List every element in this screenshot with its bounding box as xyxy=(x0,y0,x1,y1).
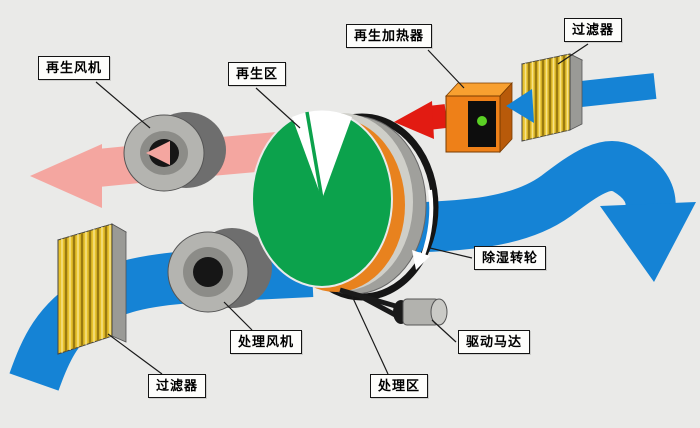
label-regen-heater: 再生加热器 xyxy=(346,24,433,48)
filter-bottom-pleats-light xyxy=(61,224,111,353)
filter-bottom-side-face xyxy=(111,223,127,343)
filter-top-side-face xyxy=(569,53,583,131)
leader-drive-motor xyxy=(431,319,457,343)
label-filter-bottom: 过滤器 xyxy=(148,374,207,398)
heater-indicator-light xyxy=(477,116,487,126)
regen-air-inlet-arrowhead xyxy=(506,89,534,123)
wheel-rotation-arc xyxy=(420,189,434,259)
hot-air-arrow xyxy=(394,101,448,139)
label-drive-motor: 驱动马达 xyxy=(458,330,531,354)
label-process-zone: 处理区 xyxy=(370,374,429,398)
drive-motor xyxy=(339,287,448,326)
process-air-outlet-arrow xyxy=(397,141,696,282)
process-air-outlet-arrowhead xyxy=(600,202,696,282)
wheel-regen-sector xyxy=(292,110,352,199)
leader-filter-top xyxy=(557,43,589,65)
motor-end-cap xyxy=(430,298,448,326)
wheel-sector-divider xyxy=(305,111,324,200)
leader-process-fan xyxy=(223,301,253,331)
label-dehumid-wheel: 除湿转轮 xyxy=(474,246,547,270)
regen-exhaust-arrowhead xyxy=(30,144,102,208)
label-process-fan: 处理风机 xyxy=(230,330,303,354)
leader-process-zone xyxy=(351,295,389,375)
regeneration-heater xyxy=(445,81,513,154)
desiccant-wheel xyxy=(251,110,439,301)
process-fan xyxy=(167,228,272,313)
leader-dehumid-wheel xyxy=(429,247,473,259)
leader-regen-fan xyxy=(95,81,151,129)
process-air-outlet-band xyxy=(397,141,676,253)
leader-regen-zone xyxy=(255,87,301,129)
leader-lines xyxy=(95,43,589,375)
leader-filter-bottom xyxy=(107,333,163,375)
label-regen-zone: 再生区 xyxy=(228,62,287,86)
label-filter-top: 过滤器 xyxy=(564,18,623,42)
leader-regen-heater xyxy=(427,49,465,89)
filter-bottom xyxy=(57,223,127,355)
filter-bottom-pleats-dark xyxy=(64,225,108,352)
regeneration-fan xyxy=(123,112,226,192)
hot-air-arrowhead xyxy=(394,101,434,139)
process-fan-hub xyxy=(193,257,223,287)
regen-fan-flow-arrowhead xyxy=(146,141,170,165)
wheel-rotation-arrowhead xyxy=(412,250,430,270)
label-regen-fan: 再生风机 xyxy=(38,56,111,80)
